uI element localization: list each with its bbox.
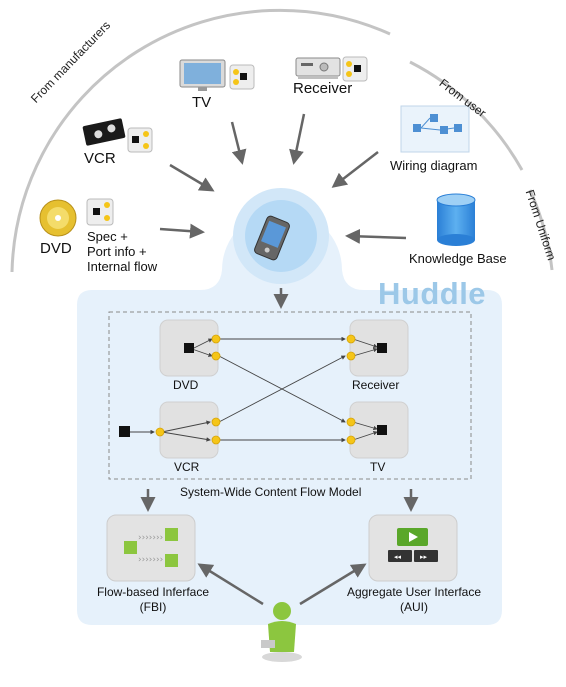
- wiring-diagram-icon: [400, 105, 470, 153]
- knowledge-label: Knowledge Base: [409, 251, 507, 266]
- model-receiver-label: Receiver: [352, 378, 400, 392]
- model-dvd-label: DVD: [173, 378, 199, 392]
- spec-label-line1: Spec +: [87, 229, 128, 244]
- user-icon: [261, 602, 302, 662]
- database-icon: [436, 193, 476, 246]
- fbi-icon-box: [106, 514, 196, 582]
- arrow-wiring: [331, 151, 379, 188]
- arrow-user-fbi: [197, 563, 264, 606]
- dvd-icon: [39, 199, 77, 237]
- uniform-arc: [528, 189, 554, 271]
- svg-text:◂◂: ◂◂: [394, 553, 402, 561]
- arrow-user-aui: [299, 563, 367, 606]
- media-controls-icon: ◂◂ ▸▸: [388, 550, 438, 562]
- arrow-knowledge: [345, 228, 407, 244]
- spec-mini-icon-receiver: [342, 56, 368, 82]
- tv-label: TV: [192, 94, 212, 111]
- fbi-label-line1: Flow-based Inferface: [96, 585, 210, 599]
- spec-mini-icon-vcr: [127, 127, 153, 153]
- svg-text:›››››››: ›››››››: [138, 555, 163, 565]
- play-icon: [397, 528, 428, 546]
- huddle-title: Huddle: [378, 276, 487, 311]
- model-frame: [108, 311, 472, 480]
- aui-icon-box: [368, 514, 458, 582]
- receiver-icon: [295, 57, 341, 79]
- arrow-tv: [230, 121, 247, 165]
- fbi-label: Flow-based Inferface (FBI): [78, 585, 228, 615]
- aui-label: Aggregate User Interface (AUI): [336, 585, 492, 615]
- fbi-flow-icon: ››››››› ›››››››: [124, 528, 178, 567]
- fbi-label-line2: (FBI): [139, 600, 167, 614]
- pda-icon: [254, 215, 290, 261]
- arrow-dvd: [159, 223, 205, 239]
- arrow-vcr: [169, 163, 215, 192]
- model-title: System-Wide Content Flow Model: [180, 485, 362, 499]
- vcr-icon: [82, 118, 126, 146]
- tv-icon: [179, 59, 226, 91]
- receiver-label: Receiver: [293, 80, 353, 97]
- arrow-receiver: [289, 113, 306, 165]
- spec-label-line3: Internal flow: [87, 259, 158, 274]
- svg-text:▸▸: ▸▸: [420, 553, 428, 561]
- wiring-label: Wiring diagram: [390, 158, 478, 173]
- aui-label-line2: (AUI): [400, 600, 428, 614]
- svg-text:›››››››: ›››››››: [138, 533, 163, 543]
- dvd-label: DVD: [40, 240, 72, 257]
- manufacturers-arc: [10, 8, 391, 273]
- vcr-label: VCR: [84, 150, 116, 167]
- spec-mini-icon-tv: [229, 64, 255, 90]
- spec-label-line2: Port info +: [87, 244, 147, 259]
- user-arc: [409, 60, 524, 171]
- model-vcr-label: VCR: [174, 460, 200, 474]
- spec-mini-icon-dvd: [86, 198, 114, 226]
- model-tv-label: TV: [370, 460, 386, 474]
- aui-label-line1: Aggregate User Interface: [346, 585, 482, 599]
- box-vcr: [159, 401, 219, 459]
